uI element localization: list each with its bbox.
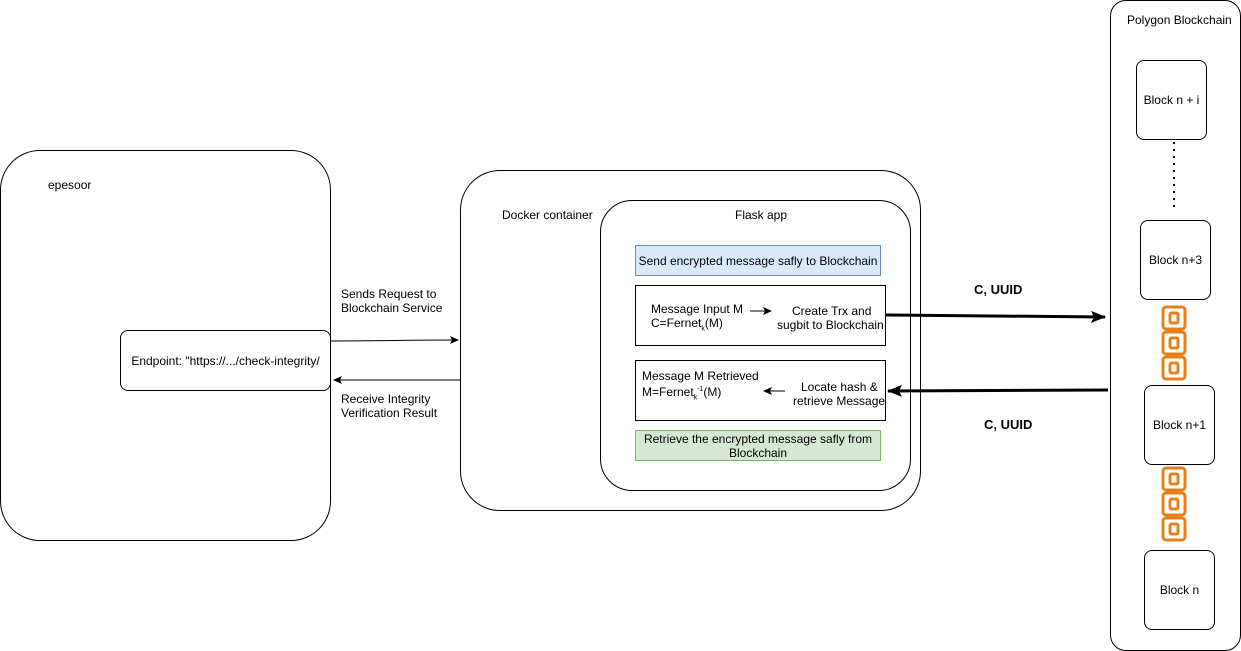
flask-label: Flask app xyxy=(735,208,788,222)
from-chain-arrow xyxy=(887,384,1109,397)
block-n-plus-3: Block n+3 xyxy=(1140,220,1211,300)
message-input-line1: Message Input M xyxy=(651,302,744,316)
block-n-plus-i: Block n + i xyxy=(1136,60,1207,140)
retrieve-process-box xyxy=(635,360,886,421)
message-input-line2: C=Fernetk(M) xyxy=(651,316,723,333)
result-label-line1: Receive Integrity xyxy=(341,392,431,406)
locate-hash-line2: retrieve Message xyxy=(793,394,886,408)
block-n: Block n xyxy=(1144,550,1215,630)
locate-hash-line1: Locate hash & xyxy=(801,380,878,394)
request-arrow xyxy=(330,336,459,345)
create-trx-line2: sugbit to Blockchain xyxy=(777,318,884,332)
docker-label: Docker container xyxy=(502,208,593,222)
request-label-line2: Blockchain Service xyxy=(341,301,443,315)
retrieve-header-label: Retrieve the encrypted message safly fro… xyxy=(643,431,873,460)
endpoint-label: Endpoint: "https://.../check-integrity/ xyxy=(131,353,320,368)
create-trx-line1: Create Trx and xyxy=(792,304,872,318)
retrieve-header: Retrieve the encrypted message safly fro… xyxy=(635,430,881,461)
message-retrieved-line2: M=Fernetk-1(M) xyxy=(642,385,722,402)
client-label: epesoor xyxy=(48,178,92,192)
to-chain-label: C, UUID xyxy=(974,282,1023,297)
store-process-box xyxy=(635,285,886,346)
result-label-line2: Verification Result xyxy=(341,406,438,420)
message-retrieved-line1: Message M Retrieved xyxy=(642,369,759,383)
endpoint-box: Endpoint: "https://.../check-integrity/ xyxy=(120,330,331,391)
from-chain-label: C, UUID xyxy=(984,417,1033,432)
blockchain-label: Polygon Blockchain xyxy=(1127,13,1232,27)
send-header: Send encrypted message safly to Blockcha… xyxy=(635,245,881,276)
flask-app xyxy=(600,200,911,491)
send-header-label: Send encrypted message safly to Blockcha… xyxy=(638,253,878,268)
request-label-line1: Sends Request to xyxy=(341,287,437,301)
block-n-plus-1: Block n+1 xyxy=(1144,385,1215,465)
